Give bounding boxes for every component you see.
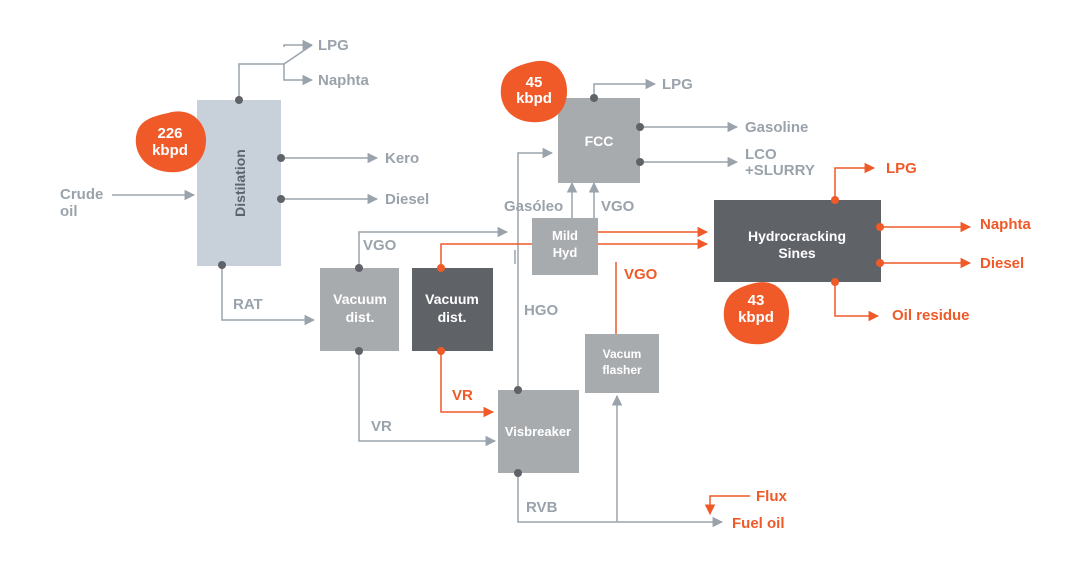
vr-right-label: VR [452,387,473,404]
fcc-lco-label-line1: LCO [745,146,777,163]
fuel-oil-label: Fuel oil [732,515,785,532]
gasoleo-to-fcc-line [517,147,554,390]
hgo-label: HGO [524,302,559,319]
hc-oil-residue-line [834,282,880,322]
mild-hyd-label-line2: Hyd [553,245,578,260]
fcc-label: FCC [585,133,614,149]
crude-oil-label-line2: oil [60,203,78,220]
fcc-gasoline-label: Gasoline [745,119,808,136]
gray-flow-lines [112,39,739,528]
distillation-label: Distilation [232,149,248,217]
unit-fcc: FCC [558,98,640,183]
gasoleo-label: Gasóleo [504,198,563,215]
badge-hydrocracking: 43 kbpd [723,282,790,345]
vgo-dark-to-hc-line [440,238,709,268]
vacum-flasher-label-line1: Vacum [603,347,642,361]
crude-oil-label-line1: Crude [60,186,103,203]
vacum-flasher-label-line2: flasher [602,363,642,377]
vr-left-label: VR [371,418,392,435]
vgo-flasher-label: VGO [624,266,658,283]
dist-lpg-spur [283,44,313,65]
dist-naphta-line [283,64,314,86]
mild-hyd-label-line1: Mild [552,228,578,243]
rvb-label: RVB [526,499,558,516]
badge-hydrocracking-value: 43 [748,292,765,309]
orange-flow-lines [440,162,972,516]
badge-hydrocracking-unit: kbpd [738,309,774,326]
rat-label: RAT [233,296,263,313]
gray-labels: Crude oil LPG Naphta Kero Diesel RAT VGO… [60,37,815,516]
hc-naphta-label: Naphta [980,216,1031,233]
badge-distillation-value: 226 [157,125,182,142]
fcc-lco-label-line2: +SLURRY [745,162,815,179]
visbreaker-label: Visbreaker [505,424,571,439]
unit-mild-hyd: Mild Hyd [532,218,598,275]
hc-lpg-label: LPG [886,160,917,177]
flux-label: Flux [756,488,787,505]
dist-naphta-label: Naphta [318,72,369,89]
connection-dots [218,94,884,477]
vacuum-dist-2-label-line2: dist. [438,309,467,325]
dist-lpg-line [283,39,314,51]
badge-fcc-unit: kbpd [516,90,552,107]
unit-hydrocracking: Hydrocracking Sines [714,200,881,282]
unit-vacum-flasher: Vacum flasher [585,334,659,393]
orange-labels: VR VGO LPG Naphta Diesel Oil residue Flu… [452,160,1031,532]
vr-left-line [358,351,497,447]
unit-vacuum-dist-1: Vacuum dist. [320,268,399,351]
vgo-left-label: VGO [363,237,397,254]
badge-fcc: 45 kbpd [500,60,568,123]
dist-top-line [238,63,284,100]
dist-kero-label: Kero [385,150,419,167]
unit-visbreaker: Visbreaker [498,390,579,473]
hydrocracking-label-line2: Sines [778,245,816,261]
badge-distillation: 226 kbpd [135,111,207,173]
hc-diesel-label: Diesel [980,255,1024,272]
vacuum-dist-1-label-line2: dist. [346,309,375,325]
vacuum-dist-2-label-line1: Vacuum [425,291,479,307]
vacuum-dist-1-label-line1: Vacuum [333,291,387,307]
fcc-lpg-label: LPG [662,76,693,93]
unit-distillation: Distilation [197,100,281,266]
flux-line [704,495,750,516]
unit-vacuum-dist-2: Vacuum dist. [412,268,493,351]
vgo-fcc-label: VGO [601,198,635,215]
hydrocracking-label-line1: Hydrocracking [748,228,846,244]
rvb-fuel-oil-line [517,473,724,528]
hc-lpg-line [834,162,876,200]
hc-oil-residue-label: Oil residue [892,307,970,324]
dist-diesel-label: Diesel [385,191,429,208]
badge-distillation-unit: kbpd [152,142,188,159]
dist-lpg-label: LPG [318,37,349,54]
vr-right-line [440,351,495,418]
fcc-lpg-line [593,78,657,98]
vgo-left-line [358,226,509,268]
rat-line [221,265,316,326]
badge-fcc-value: 45 [526,74,543,91]
